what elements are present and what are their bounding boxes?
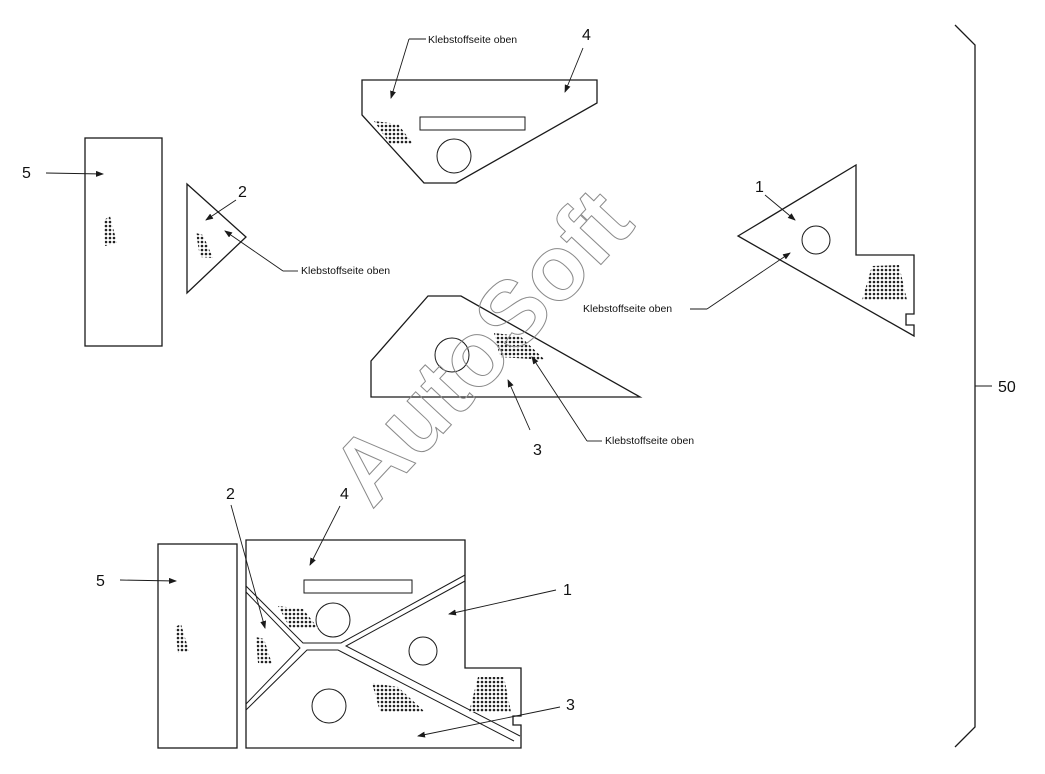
- svg-text:3: 3: [566, 697, 575, 714]
- adhesive-note-label: Klebstoffseite oben: [583, 303, 672, 315]
- label-1-top: 1: [755, 179, 796, 221]
- label-4-bottom: 4: [309, 486, 349, 566]
- adhesive-note-label: Klebstoffseite oben: [605, 435, 694, 447]
- label-5-top: 5: [22, 165, 104, 182]
- label-2-bottom: 2: [226, 486, 267, 629]
- adhesive-note-label: Klebstoffseite oben: [301, 265, 390, 277]
- svg-text:1: 1: [755, 179, 764, 196]
- svg-text:1: 1: [563, 582, 572, 599]
- label-2-top: 2: [205, 184, 247, 221]
- svg-text:2: 2: [238, 184, 247, 201]
- adhesive-callout-part-4: Klebstoffseite oben: [390, 34, 517, 99]
- assembly-reference-label: 50: [998, 379, 1016, 396]
- svg-text:3: 3: [533, 442, 542, 459]
- adhesive-note-label: Klebstoffseite oben: [428, 34, 517, 46]
- part-1-exploded: [736, 163, 915, 338]
- svg-text:4: 4: [582, 27, 591, 44]
- adhesive-callout-part-2: Klebstoffseite oben: [224, 230, 390, 277]
- part-3-exploded: [370, 295, 643, 398]
- svg-text:4: 4: [340, 486, 349, 503]
- part-4-exploded: [361, 79, 598, 184]
- adhesive-callout-part-3: Klebstoffseite oben: [531, 356, 694, 447]
- watermark: AutoSoft: [312, 170, 651, 524]
- label-4-top: 4: [564, 27, 591, 93]
- label-5-bottom: 5: [96, 573, 177, 590]
- svg-text:2: 2: [226, 486, 235, 503]
- assembled-panel: [245, 539, 522, 749]
- part-5-exploded: [84, 137, 163, 347]
- svg-text:5: 5: [22, 165, 31, 182]
- label-1-bottom: 1: [448, 582, 572, 616]
- svg-text:5: 5: [96, 573, 105, 590]
- adhesive-callout-part-1: Klebstoffseite oben: [583, 252, 791, 315]
- part-2-exploded: [186, 182, 247, 295]
- label-3-bottom: 3: [417, 697, 575, 738]
- assembly-bracket-50: 50: [954, 24, 1016, 748]
- part-5-assembled: [157, 543, 238, 749]
- label-3-top: 3: [507, 379, 542, 459]
